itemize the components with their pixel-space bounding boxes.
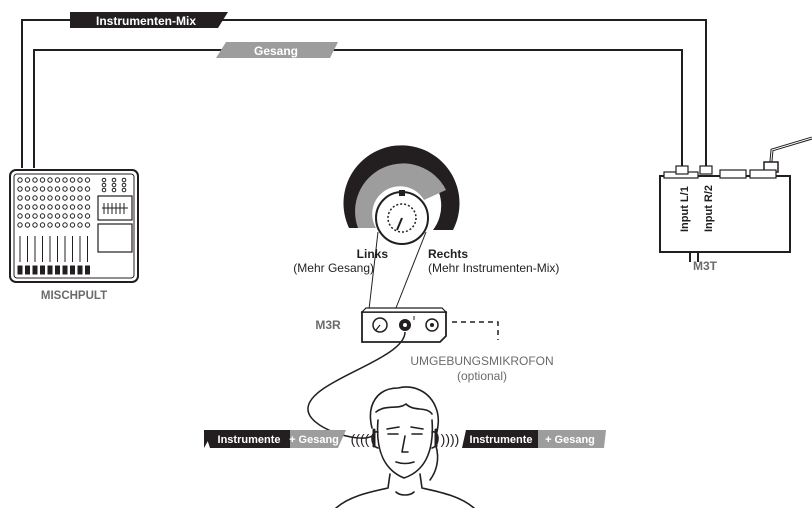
ambient-mic-label: UMGEBUNGSMIKROFON <box>410 354 553 368</box>
transmitter-device: Input L/1 Input R/2 M3T <box>659 136 812 273</box>
balance-knob-detail: Links (Mehr Gesang) Rechts (Mehr Instrum… <box>293 145 559 319</box>
instrument-mix-tag: Instrumenten-Mix <box>70 12 228 28</box>
ambient-mic-connection <box>452 321 499 340</box>
left-tag-vocals: + Gesang <box>289 434 339 446</box>
mixer-label: MISCHPULT <box>41 290 107 302</box>
headphone-cable <box>307 331 406 439</box>
knob-left-title: Links <box>357 247 389 261</box>
cable-vocals <box>33 49 683 170</box>
transmitter-label: M3T <box>693 259 718 273</box>
sound-waves-right: )))) <box>441 431 460 447</box>
instrument-mix-label: Instrumenten-Mix <box>96 14 196 28</box>
mixer-console: MISCHPULT <box>9 169 139 302</box>
right-tag-vocals: + Gesang <box>545 434 595 446</box>
sound-waves-left: (((( <box>351 431 370 447</box>
mixer-channel-strips <box>17 177 127 262</box>
transmitter-input-right: Input R/2 <box>703 185 715 232</box>
knob-left-sub: (Mehr Gesang) <box>293 261 374 275</box>
listener-figure <box>335 386 475 509</box>
right-headphone-tag: Instrumente + Gesang <box>462 430 606 448</box>
knob-right-sub: (Mehr Instrumenten-Mix) <box>428 261 559 275</box>
receiver-label: M3R <box>315 318 341 332</box>
left-headphone-tag: Instrumente + Gesang <box>204 430 346 448</box>
vocals-tag: Gesang <box>216 42 338 58</box>
vocals-label: Gesang <box>254 44 298 58</box>
cable-instrument-mix <box>21 19 707 170</box>
knob-right-title: Rechts <box>428 247 468 261</box>
ambient-mic-sub: (optional) <box>457 369 507 383</box>
left-tag-instruments: Instrumente <box>218 434 281 446</box>
receiver-device: M3R <box>315 307 448 343</box>
transmitter-input-left: Input L/1 <box>679 186 691 232</box>
right-tag-instruments: Instrumente <box>470 434 533 446</box>
